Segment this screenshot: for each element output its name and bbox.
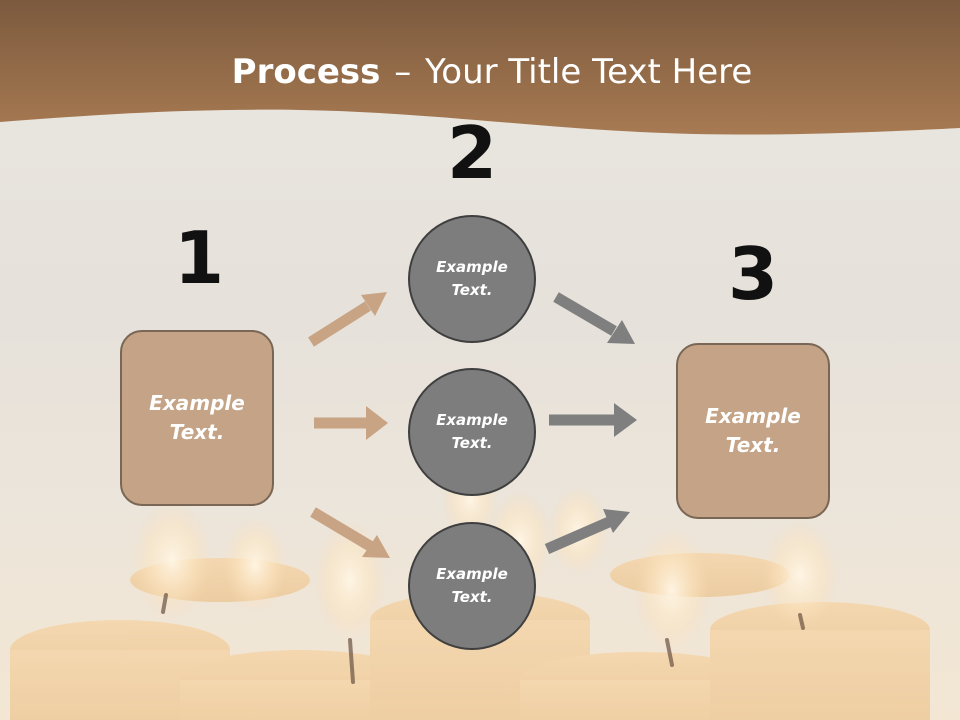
step-number-1: 1 [173,216,225,300]
slide-title: Process – Your Title Text Here [0,52,960,92]
title-separator: – [394,52,412,92]
arrow-2-to-3-middle [549,403,637,437]
step-2-circle-bottom-text: Example Text. [436,565,508,606]
step-number-3: 3 [727,232,779,316]
arrow-2-to-3-top [553,292,635,344]
step-2-circle-middle-text: Example Text. [436,411,508,452]
step-2-circle-top: Example Text. [408,215,536,343]
title-bold: Process [231,52,381,92]
step-2-circle-top-text: Example Text. [436,258,508,299]
step-3-box: Example Text. [676,343,830,519]
step-3-text: Example Text. [705,404,801,457]
step-2-circle-middle: Example Text. [408,368,536,496]
step-2-circle-bottom: Example Text. [408,522,536,650]
title-rest: Your Title Text Here [425,52,753,92]
step-1-box: Example Text. [120,330,274,506]
arrow-1-to-2-middle [314,406,388,440]
arrow-1-to-2-top [308,292,387,347]
arrow-2-to-3-bottom [544,509,630,555]
step-number-2: 2 [446,111,498,195]
step-1-text: Example Text. [149,391,245,444]
arrow-1-to-2-bottom [310,507,390,558]
